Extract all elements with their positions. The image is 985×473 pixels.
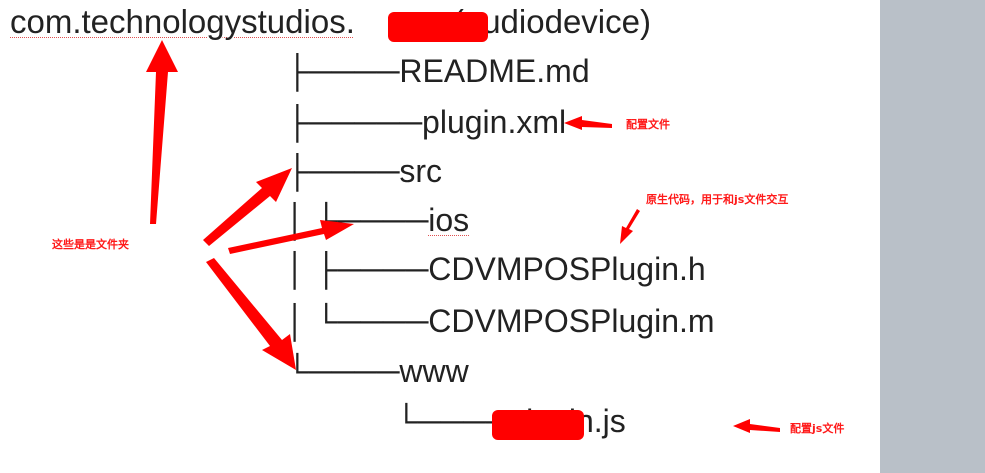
redaction-mark <box>388 12 488 42</box>
redaction-mark <box>492 410 584 440</box>
side-panel <box>880 0 985 473</box>
tree-node-plugin-h: │ ├──── CDVMPOSPlugin.h <box>286 250 706 288</box>
annotation-config-js: 配置js文件 <box>790 422 845 435</box>
tree-branch: ├──── <box>286 53 400 89</box>
annotation-native-code: 原生代码，用于和js文件交互 <box>646 193 789 206</box>
arrow-to-root <box>146 40 178 224</box>
tree-node-label: src <box>399 153 443 189</box>
tree-branch: └──── <box>395 403 509 439</box>
tree-branch: │ └──── <box>286 303 429 339</box>
tree-node-label: CDVMPOSPlugin.h <box>428 251 706 287</box>
arrow-to-plugin-xml <box>564 116 612 130</box>
tree-node-src: ├──── src <box>286 152 442 190</box>
tree-node-www: └──── www <box>286 352 469 390</box>
tree-branch: └──── <box>286 353 400 389</box>
annotation-config-file: 配置文件 <box>626 118 670 131</box>
tree-node-plugin-xml: ├───── plugin.xml <box>286 103 566 141</box>
tree-node-plugin-m: │ └──── CDVMPOSPlugin.m <box>286 302 715 340</box>
tree-node-label: CDVMPOSPlugin.m <box>428 303 715 339</box>
tree-branch: │ ├──── <box>286 251 429 287</box>
tree-node-ios: │ └──── ios <box>286 201 469 239</box>
tree-node-label: www <box>399 353 469 389</box>
tree-branch: ├───── <box>286 104 423 140</box>
arrow-to-ios <box>228 220 354 254</box>
arrow-to-src <box>203 168 292 246</box>
arrow-to-plugin-js <box>733 419 780 433</box>
tree-node-label: README.md <box>399 53 590 89</box>
tree-node-label: ios <box>428 202 470 238</box>
annotation-folders: 这些是是文件夹 <box>52 238 129 251</box>
tree-branch: ├──── <box>286 153 400 189</box>
arrow-to-native-code <box>620 209 640 244</box>
tree-diagram: com.technologystudios.(audiodevice) ├───… <box>10 3 845 440</box>
tree-node-label: plugin.xml <box>422 104 567 140</box>
annotation-arrows <box>146 40 780 433</box>
root-prefix: com.technologystudios. <box>10 3 355 40</box>
tree-node-readme: ├──── README.md <box>286 52 590 90</box>
tree-root: com.technologystudios.(audiodevice) <box>10 3 651 41</box>
arrow-to-www <box>206 258 296 370</box>
